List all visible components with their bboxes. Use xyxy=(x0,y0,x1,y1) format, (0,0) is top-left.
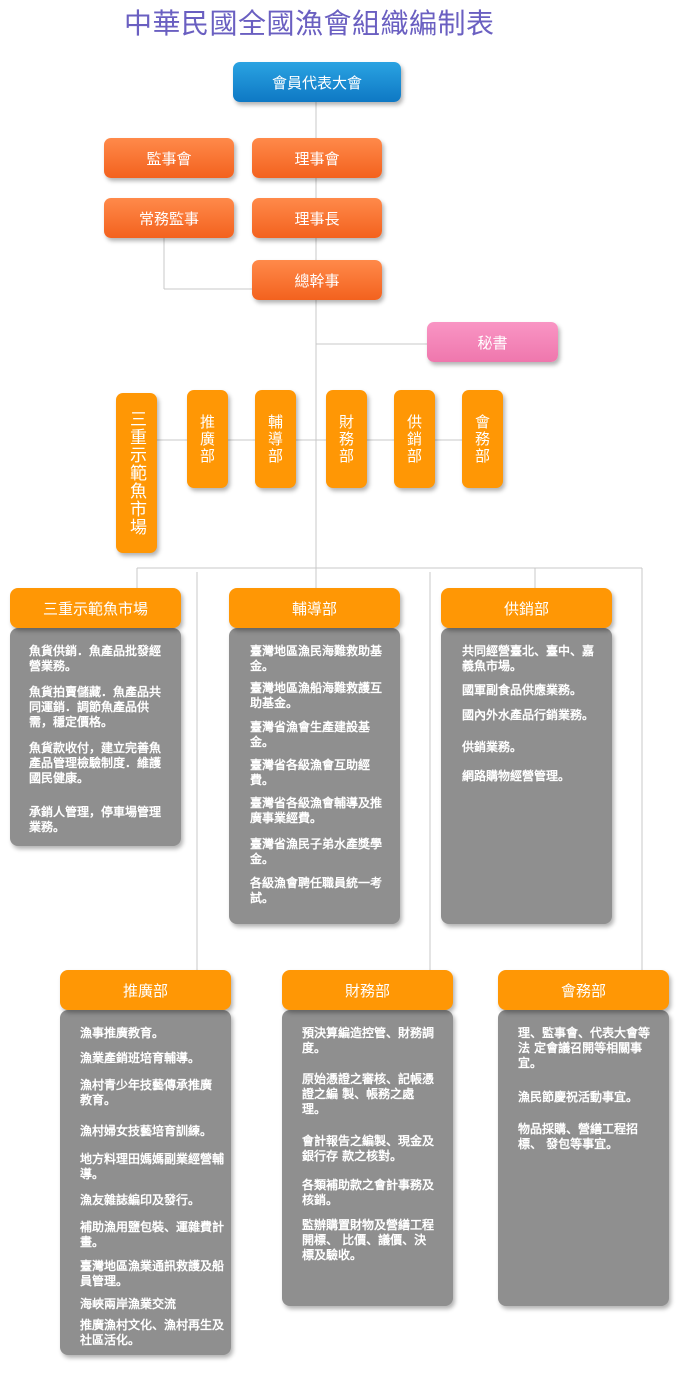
chart-title: 中華民國全國漁會組織編制表 xyxy=(124,7,495,40)
guidance-department-node: 輔導部 xyxy=(255,390,296,488)
detail-item: 國內外水產品行銷業務。 xyxy=(462,708,595,722)
detail-item: 漁業產銷班培育輔導。 xyxy=(80,1051,201,1065)
fish-market-detail-panel: 魚貨供銷．魚產品批發經營業務。 魚貨拍賣儲藏．魚產品共同運銷．調節魚產品供需，穩… xyxy=(10,628,181,846)
fish-market-detail-header: 三重示範魚市場 xyxy=(10,588,181,628)
detail-item: 漁事推廣教育。 xyxy=(80,1026,165,1040)
supply-department-label: 供銷部 xyxy=(405,413,423,465)
detail-item: 魚貨拍賣儲藏．魚產品共同運銷．調節魚產品供需，穩定價格。 xyxy=(29,685,162,729)
detail-item: 共同經營臺北、臺中、嘉義魚市場。 xyxy=(462,644,595,673)
detail-item: 臺灣省各級漁會互助經費。 xyxy=(250,758,371,787)
detail-item: 物品採購、營繕工程招標、 發包等事宜。 xyxy=(518,1122,639,1151)
detail-item: 承銷人管理，停車場管理業務。 xyxy=(29,805,162,834)
fish-market-node-label: 三重示範魚市場 xyxy=(126,410,146,536)
detail-item: 臺灣地區漁業通訊救護及船員管理。 xyxy=(80,1259,225,1288)
affairs-detail-panel: 理、監事會、代表大會等法 定會議召開等相關事宜。 漁民節慶祝活動事宜。 物品採購… xyxy=(498,1010,669,1306)
detail-item: 臺灣省漁會生產建設基金。 xyxy=(250,720,371,749)
affairs-detail-header: 會務部 xyxy=(498,970,669,1010)
detail-item: 供銷業務。 xyxy=(462,740,523,754)
detail-item: 預決算編造控管、財務調度。 xyxy=(302,1026,435,1055)
detail-item: 理、監事會、代表大會等法 定會議召開等相關事宜。 xyxy=(518,1026,651,1070)
detail-item: 海峽兩岸漁業交流 xyxy=(80,1297,177,1311)
secretary-node: 秘書 xyxy=(427,322,558,362)
detail-item: 漁友雜誌編印及發行。 xyxy=(80,1193,201,1207)
affairs-department-node: 會務部 xyxy=(462,390,503,488)
affairs-department-label: 會務部 xyxy=(473,413,491,465)
supply-department-node: 供銷部 xyxy=(394,390,435,488)
board-of-supervisors-node: 監事會 xyxy=(104,138,234,178)
detail-item: 網路購物經營管理。 xyxy=(462,769,571,783)
fish-market-node: 三重示範魚市場 xyxy=(116,393,157,553)
detail-item: 會計報告之編製、現金及銀行存 款之核對。 xyxy=(302,1134,435,1163)
promotion-detail-panel: 漁事推廣教育。 漁業產銷班培育輔導。 漁村青少年技藝傳承推廣教育。 漁村婦女技藝… xyxy=(60,1010,231,1355)
guidance-detail-header: 輔導部 xyxy=(229,588,400,628)
finance-department-label: 財務部 xyxy=(337,413,355,465)
chairman-node: 理事長 xyxy=(252,198,382,238)
promotion-department-label: 推廣部 xyxy=(198,413,216,465)
detail-item: 補助漁用鹽包裝、運雜費計畫。 xyxy=(80,1220,225,1249)
board-of-directors-node: 理事會 xyxy=(252,138,382,178)
detail-item: 推廣漁村文化、漁村再生及社區活化。 xyxy=(80,1318,225,1347)
promotion-department-node: 推廣部 xyxy=(187,390,228,488)
detail-item: 各類補助款之會計事務及核銷。 xyxy=(302,1178,435,1207)
supply-detail-header: 供銷部 xyxy=(441,588,612,628)
detail-item: 監辦購置財物及營繕工程開標、 比價、議價、決標及驗收。 xyxy=(302,1218,435,1262)
detail-item: 國軍副食品供應業務。 xyxy=(462,683,583,697)
detail-item: 各級漁會聘任職員統一考試。 xyxy=(250,876,383,905)
detail-item: 臺灣省各級漁會輔導及推廣事業經費。 xyxy=(250,796,383,825)
guidance-detail-panel: 臺灣地區漁民海難救助基金。 臺灣地區漁船海難救護互助基金。 臺灣省漁會生產建設基… xyxy=(229,628,400,924)
finance-detail-panel: 預決算編造控管、財務調度。 原始憑證之審核、記帳憑證之編 製、帳務之處理。 會計… xyxy=(282,1010,453,1306)
detail-item: 漁民節慶祝活動事宜。 xyxy=(518,1090,639,1104)
detail-item: 漁村青少年技藝傳承推廣教育。 xyxy=(80,1078,213,1107)
standing-supervisor-node: 常務監事 xyxy=(104,198,234,238)
finance-department-node: 財務部 xyxy=(326,390,367,488)
detail-item: 魚貨款收付，建立完善魚產品管理檢驗制度．維護國民健康。 xyxy=(29,741,162,785)
promotion-detail-header: 推廣部 xyxy=(60,970,231,1010)
detail-item: 臺灣地區漁民海難救助基金。 xyxy=(250,644,383,673)
general-assembly-node: 會員代表大會 xyxy=(233,62,401,102)
detail-item: 漁村婦女技藝培育訓練。 xyxy=(80,1124,213,1138)
guidance-department-label: 輔導部 xyxy=(266,413,284,465)
supply-detail-panel: 共同經營臺北、臺中、嘉義魚市場。 國軍副食品供應業務。 國內外水產品行銷業務。 … xyxy=(441,628,612,924)
detail-item: 原始憑證之審核、記帳憑證之編 製、帳務之處理。 xyxy=(302,1072,435,1116)
finance-detail-header: 財務部 xyxy=(282,970,453,1010)
detail-item: 地方料理田媽媽副業經營輔導。 xyxy=(80,1152,225,1181)
detail-item: 魚貨供銷．魚產品批發經營業務。 xyxy=(29,644,162,673)
detail-item: 臺灣省漁民子弟水產獎學金。 xyxy=(250,837,383,866)
secretary-general-node: 總幹事 xyxy=(252,260,382,300)
detail-item: 臺灣地區漁船海難救護互助基金。 xyxy=(250,681,383,710)
